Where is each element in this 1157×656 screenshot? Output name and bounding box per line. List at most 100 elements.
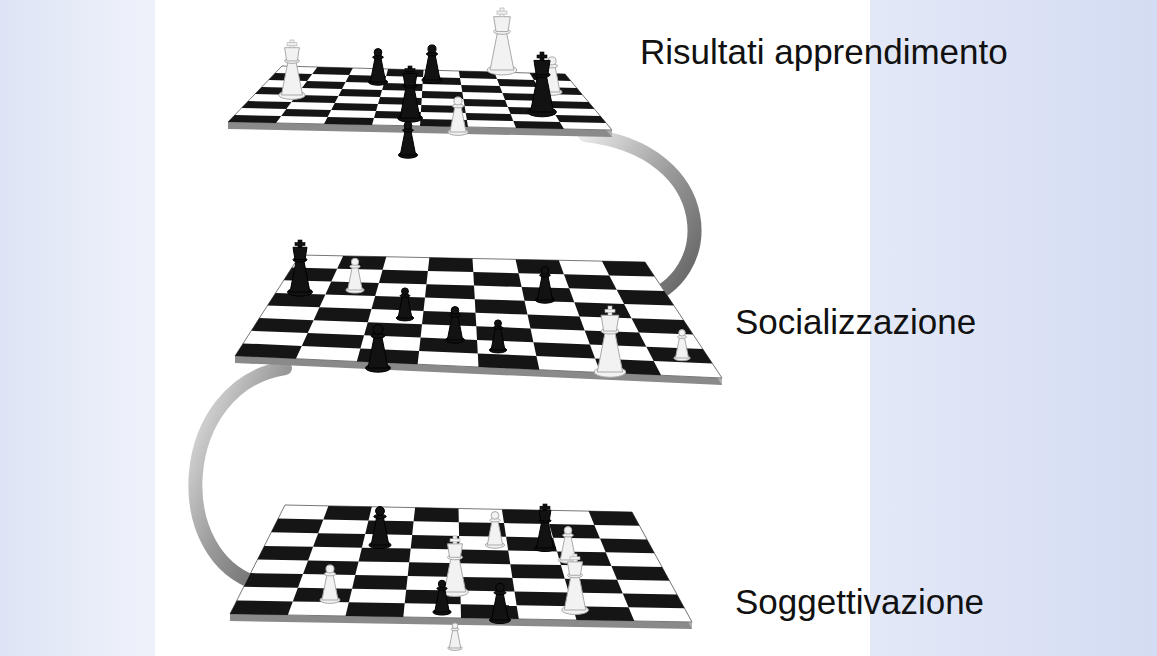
board-square bbox=[422, 311, 476, 326]
chess-piece bbox=[534, 60, 550, 74]
chess-piece bbox=[451, 307, 459, 315]
board-square bbox=[359, 548, 411, 563]
chess-piece bbox=[428, 45, 436, 53]
chess-piece bbox=[435, 588, 450, 612]
chess-piece bbox=[597, 331, 622, 372]
level-label: Risultati apprendimento bbox=[640, 31, 1008, 73]
chess-piece bbox=[400, 86, 420, 118]
chess-piece bbox=[447, 544, 462, 557]
chess-piece bbox=[450, 106, 466, 132]
chess-piece bbox=[449, 629, 461, 648]
chess-piece bbox=[564, 575, 586, 610]
chess-piece bbox=[374, 49, 382, 57]
board-square bbox=[235, 343, 302, 358]
board-square bbox=[313, 533, 365, 548]
board-square bbox=[473, 272, 521, 287]
board-square bbox=[372, 296, 426, 311]
board-square bbox=[331, 103, 378, 111]
chess-piece bbox=[295, 243, 305, 246]
chess-boards bbox=[228, 8, 722, 650]
board-square bbox=[338, 89, 382, 97]
board-square bbox=[497, 79, 538, 87]
chess-piece bbox=[293, 247, 307, 259]
chess-piece bbox=[452, 623, 458, 629]
board-square bbox=[230, 600, 293, 615]
board-square bbox=[428, 258, 473, 273]
board-square bbox=[281, 109, 331, 117]
chess-piece bbox=[495, 320, 502, 327]
chess-piece bbox=[540, 506, 550, 509]
chess-piece bbox=[402, 288, 409, 295]
chess-piece bbox=[444, 557, 466, 592]
chess-piece bbox=[570, 557, 580, 560]
board-square bbox=[513, 121, 564, 129]
level-label: Soggettivazione bbox=[735, 581, 984, 623]
chess-board bbox=[235, 255, 722, 378]
board-square bbox=[337, 256, 386, 270]
chess-piece bbox=[424, 54, 440, 80]
chess-piece bbox=[438, 580, 445, 587]
board-square bbox=[228, 115, 281, 123]
board-square bbox=[284, 268, 337, 282]
board-square bbox=[602, 261, 655, 276]
board-square bbox=[478, 353, 540, 369]
board-square bbox=[314, 307, 372, 322]
chess-piece bbox=[490, 32, 514, 70]
chess-piece bbox=[537, 55, 547, 58]
chess-piece bbox=[497, 11, 507, 14]
board-square bbox=[476, 326, 533, 342]
chess-piece bbox=[376, 507, 385, 516]
chess-piece bbox=[281, 61, 302, 95]
chess-piece bbox=[601, 315, 619, 331]
board-square bbox=[466, 113, 514, 121]
board-square bbox=[589, 511, 640, 526]
chess-piece bbox=[567, 562, 582, 575]
chess-piece bbox=[537, 275, 552, 300]
board-square bbox=[463, 99, 507, 107]
chess-piece bbox=[322, 574, 338, 600]
board-square bbox=[623, 594, 685, 609]
chess-piece bbox=[404, 122, 412, 130]
board-square bbox=[461, 604, 519, 619]
board-square bbox=[611, 566, 669, 581]
board-square bbox=[302, 81, 346, 89]
board-square bbox=[271, 519, 323, 534]
chess-piece bbox=[530, 75, 553, 112]
board-square bbox=[460, 577, 514, 592]
level-label: Socializzazione bbox=[735, 301, 976, 343]
chess-piece bbox=[371, 516, 389, 545]
board-square bbox=[251, 318, 313, 333]
chess-piece bbox=[454, 97, 462, 105]
board-square bbox=[258, 546, 314, 561]
board-square bbox=[324, 117, 374, 125]
chess-piece bbox=[403, 73, 417, 85]
board-square bbox=[510, 564, 565, 579]
board-square bbox=[600, 539, 655, 554]
board-square bbox=[364, 322, 422, 337]
chess-piece bbox=[492, 593, 509, 620]
chess-piece bbox=[351, 258, 358, 265]
board-square bbox=[555, 115, 606, 123]
board-square bbox=[346, 602, 405, 617]
chess-piece bbox=[373, 325, 383, 335]
chess-piece bbox=[494, 17, 511, 32]
board-square bbox=[303, 560, 359, 575]
board-square bbox=[459, 550, 510, 565]
chess-piece bbox=[450, 539, 460, 542]
chess-piece bbox=[539, 510, 551, 521]
board-square bbox=[425, 284, 475, 299]
chess-piece bbox=[285, 48, 300, 61]
chess-piece bbox=[370, 57, 385, 82]
chess-piece bbox=[326, 565, 334, 573]
chess-piece bbox=[368, 336, 388, 368]
board-square bbox=[515, 592, 573, 607]
board-square bbox=[379, 270, 428, 285]
chess-piece bbox=[398, 296, 412, 318]
chess-piece bbox=[491, 328, 505, 350]
board-square bbox=[323, 506, 372, 521]
chess-piece bbox=[605, 309, 615, 312]
chess-piece bbox=[405, 69, 415, 72]
chess-piece bbox=[564, 527, 572, 535]
board-square bbox=[461, 85, 502, 93]
